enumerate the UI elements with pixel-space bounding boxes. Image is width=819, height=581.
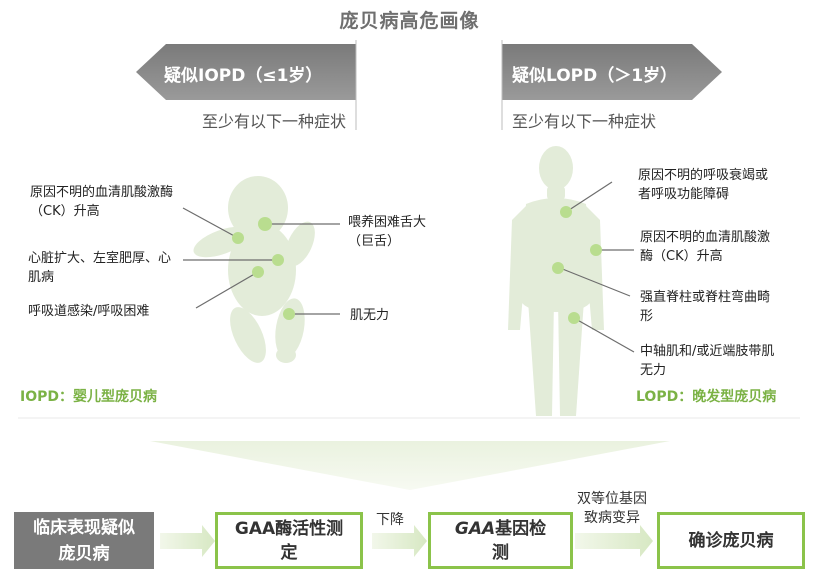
flow-step-gene-text: GAA基因检测: [451, 517, 551, 565]
flow-step-clinical-label: 临床表现疑似庞贝病: [33, 517, 135, 564]
right-banner-label: 疑似LOPD（＞1岁）: [512, 66, 678, 86]
right-subtitle: 至少有以下一种症状: [512, 112, 657, 131]
right-symptom-spine: 强直脊柱或脊柱弯曲畸形: [640, 290, 771, 324]
funnel-shape: [150, 441, 670, 490]
left-symptom-respiratory: 呼吸道感染/呼吸困难: [28, 304, 150, 319]
left-subtitle: 至少有以下一种症状: [202, 112, 347, 131]
flow-step-gene: GAA基因检测: [428, 512, 573, 569]
right-symptom-weakness: 中轴肌和/或近端肢带肌无力: [640, 344, 775, 378]
left-symptom-cardiac: 心脏扩大、左室肥厚、心肌病: [28, 251, 172, 285]
gene-test-label: 基因检测: [492, 518, 547, 563]
flow-step-enzyme: GAA酶活性测定: [215, 512, 363, 569]
left-symptom-ck: 原因不明的血清肌酸激酶（CK）升高: [30, 185, 174, 219]
left-banner-shape: [136, 44, 356, 100]
flow-arrow-2: [372, 525, 427, 557]
lopd-type-label: LOPD：晚发型庞贝病: [636, 389, 777, 405]
left-banner-label: 疑似IOPD（≤1岁）: [164, 66, 323, 86]
adult-silhouette: [508, 146, 604, 416]
flow-arrow-3: [575, 525, 653, 557]
flow-step-clinical: 临床表现疑似庞贝病: [14, 512, 154, 569]
right-banner-shape: [502, 44, 722, 100]
gene-name: GAA: [454, 518, 496, 539]
arrow-label-variant: 双等位基因致病变异: [577, 491, 647, 526]
page-title: 庞贝病高危画像: [339, 10, 480, 32]
flow-step-enzyme-label: GAA酶活性测定: [234, 518, 344, 563]
iopd-type-label: IOPD：婴儿型庞贝病: [20, 389, 157, 405]
arrow-label-decreased: 下降: [376, 512, 404, 528]
left-symptom-feeding: 喂养困难舌大（巨舌）: [348, 215, 427, 249]
flow-step-diagnosis: 确诊庞贝病: [657, 512, 805, 569]
right-symptom-ck: 原因不明的血清肌酸激酶（CK）升高: [640, 230, 771, 264]
flow-step-diagnosis-label: 确诊庞贝病: [688, 530, 774, 551]
flow-arrow-1: [160, 525, 215, 557]
left-symptom-weakness: 肌无力: [350, 308, 390, 323]
right-symptom-respiratory: 原因不明的呼吸衰竭或者呼吸功能障碍: [638, 168, 769, 202]
